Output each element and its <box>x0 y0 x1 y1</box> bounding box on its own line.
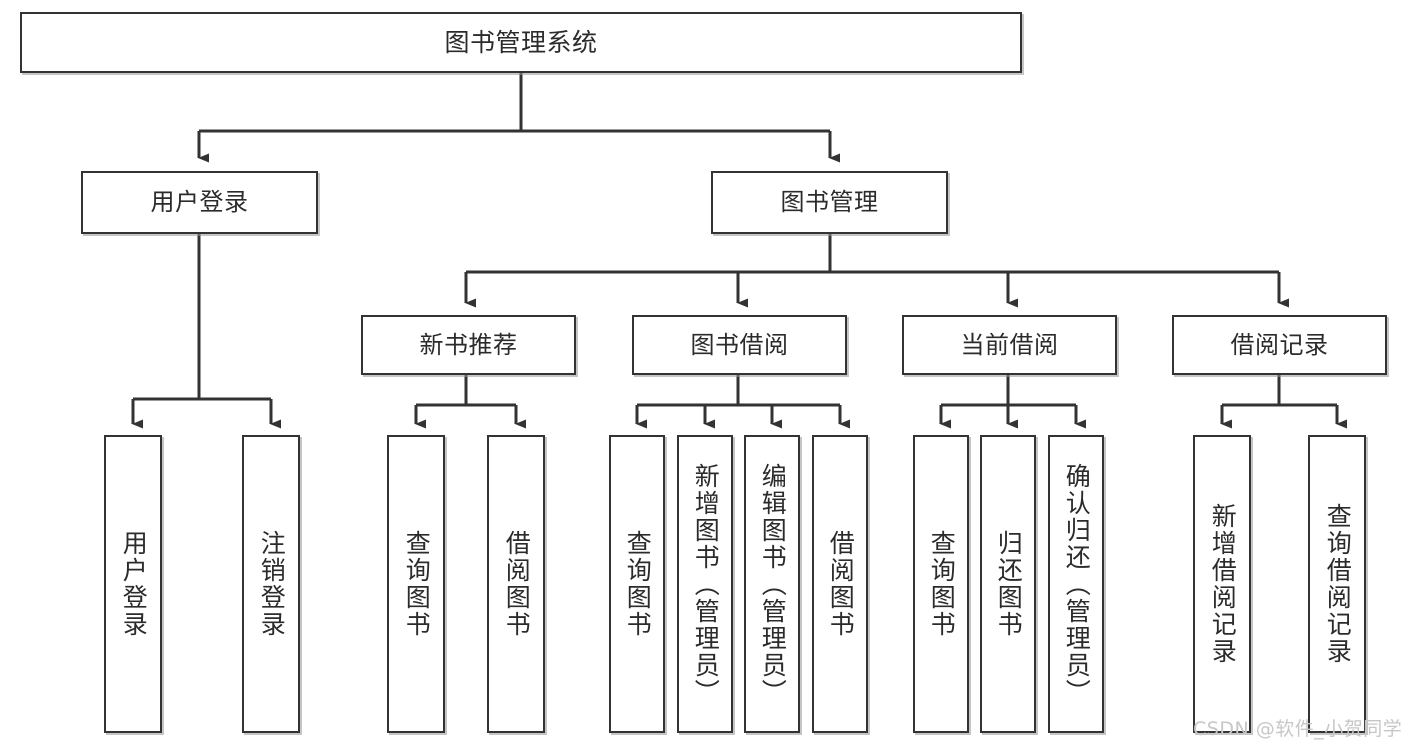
csdn-watermark: CSDN @软件_小贺同学 <box>1193 718 1403 740</box>
leaf-current-borrow-return-book-label: 归还图书 <box>994 530 1024 638</box>
node-new-book-recommend-label: 新书推荐 <box>419 330 518 359</box>
leaf-book-borrow-add-book-admin[interactable]: 新增图书（管理员） <box>677 435 733 733</box>
leaf-new-book-query-book[interactable]: 查询图书 <box>387 435 445 733</box>
leaf-book-borrow-query-book[interactable]: 查询图书 <box>609 435 665 733</box>
node-borrow-record[interactable]: 借阅记录 <box>1172 315 1387 375</box>
node-current-borrow-label: 当前借阅 <box>960 330 1059 359</box>
leaf-book-borrow-add-book-admin-label: 新增图书（管理员） <box>691 462 721 706</box>
leaf-user-login-logout[interactable]: 注销登录 <box>242 435 300 733</box>
leaf-user-login-login[interactable]: 用户登录 <box>104 435 162 733</box>
leaf-new-book-borrow-book-label: 借阅图书 <box>502 530 532 638</box>
leaf-book-borrow-edit-book-admin[interactable]: 编辑图书（管理员） <box>744 435 800 733</box>
node-user-login-label: 用户登录 <box>150 188 249 217</box>
node-book-borrow[interactable]: 图书借阅 <box>632 315 847 375</box>
leaf-book-borrow-borrow-book-label: 借阅图书 <box>826 530 856 638</box>
leaf-current-borrow-confirm-return-admin[interactable]: 确认归还（管理员） <box>1048 435 1104 733</box>
leaf-current-borrow-query-book-label: 查询图书 <box>927 530 957 638</box>
node-root-book-management-system[interactable]: 图书管理系统 <box>20 12 1022 73</box>
leaf-current-borrow-query-book[interactable]: 查询图书 <box>913 435 969 733</box>
leaf-book-borrow-borrow-book[interactable]: 借阅图书 <box>812 435 868 733</box>
leaf-borrow-record-add-record-label: 新增借阅记录 <box>1208 503 1238 665</box>
leaf-user-login-login-label: 用户登录 <box>119 530 149 638</box>
node-book-borrow-label: 图书借阅 <box>690 330 789 359</box>
leaf-borrow-record-add-record[interactable]: 新增借阅记录 <box>1193 435 1251 733</box>
leaf-user-login-logout-label: 注销登录 <box>257 530 287 638</box>
node-new-book-recommend[interactable]: 新书推荐 <box>361 315 576 375</box>
node-current-borrow[interactable]: 当前借阅 <box>902 315 1117 375</box>
node-borrow-record-label: 借阅记录 <box>1230 330 1329 359</box>
leaf-current-borrow-return-book[interactable]: 归还图书 <box>980 435 1036 733</box>
leaf-borrow-record-query-record-label: 查询借阅记录 <box>1323 503 1353 665</box>
node-book-management[interactable]: 图书管理 <box>711 171 948 234</box>
leaf-new-book-borrow-book[interactable]: 借阅图书 <box>487 435 545 733</box>
leaf-new-book-query-book-label: 查询图书 <box>402 530 432 638</box>
leaf-book-borrow-edit-book-admin-label: 编辑图书（管理员） <box>758 462 788 706</box>
leaf-current-borrow-confirm-return-admin-label: 确认归还（管理员） <box>1062 462 1092 706</box>
node-user-login[interactable]: 用户登录 <box>81 171 318 234</box>
leaf-book-borrow-query-book-label: 查询图书 <box>623 530 653 638</box>
node-book-management-label: 图书管理 <box>780 188 879 217</box>
node-root-label: 图书管理系统 <box>444 27 598 57</box>
leaf-borrow-record-query-record[interactable]: 查询借阅记录 <box>1308 435 1366 733</box>
